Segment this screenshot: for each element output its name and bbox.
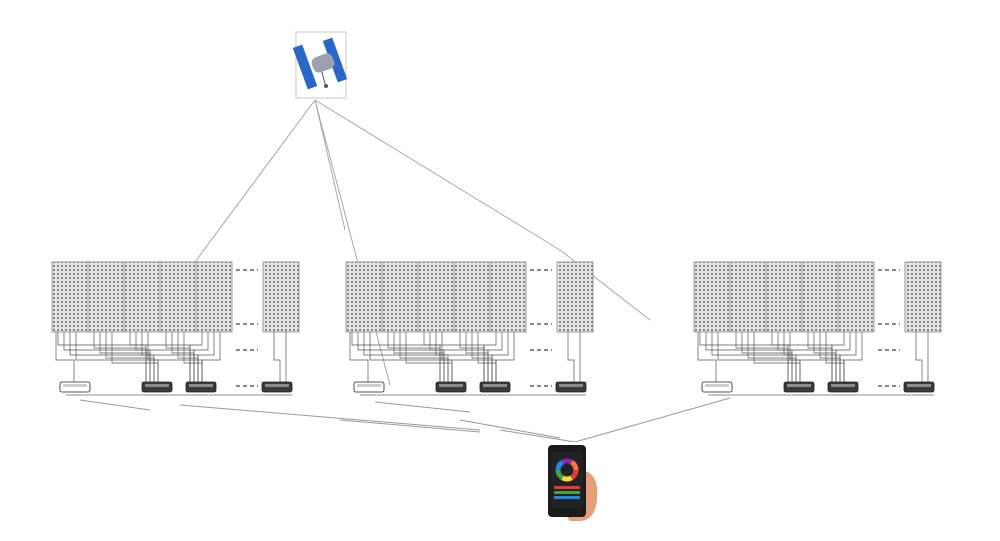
control-wire [405,332,453,382]
control-wire [471,332,493,382]
control-wire [777,332,837,382]
control-wire [835,332,851,382]
control-wire [705,332,793,382]
control-wire [429,332,489,382]
controller-label-strip [189,384,213,387]
control-wire [483,332,497,382]
control-wire [783,332,841,382]
color-wheel-segment [555,460,565,471]
control-wire [393,332,445,382]
group-1 [51,261,300,396]
control-wire [697,332,717,382]
control-wire [825,332,845,382]
controller-label-strip [705,384,729,387]
smartphone-icon [548,445,586,517]
satellite-links [194,99,651,386]
control-wire [399,332,449,382]
controller-label-strip [483,384,507,387]
control-wire [183,332,203,382]
controller-label-strip [357,384,381,387]
control-wire [915,332,923,382]
color-wheel-segment [561,475,573,482]
led-panel-block [345,261,527,333]
control-wire [197,332,215,382]
control-wire [735,332,789,382]
led-panel-single [556,261,594,333]
led-panel-block [51,261,233,333]
control-wire [201,332,221,382]
control-wire [477,332,497,382]
phone-links [79,397,731,443]
satellite-box [292,31,348,99]
control-wire [495,332,515,382]
led-panel-block [693,261,875,333]
control-wire [57,332,147,382]
controller-label-strip [559,384,583,387]
satellite-icon [292,37,348,90]
control-wire [741,332,793,382]
color-wheel-segment [569,460,579,471]
led-panel-single [904,261,942,333]
control-wire [141,332,199,382]
color-wheel-segment [555,469,565,480]
controller-label-strip [439,384,463,387]
control-wire [349,332,369,382]
control-wire [423,332,485,382]
control-wire [177,332,199,382]
controller-label-strip [265,384,289,387]
control-wire [111,332,159,382]
controller-label-strip [831,384,855,387]
control-wire [351,332,441,382]
control-wire [387,332,441,382]
control-wire [273,332,281,382]
control-wire [357,332,445,382]
control-wire [819,332,841,382]
control-wire [129,332,191,382]
control-wire [753,332,801,382]
color-wheel-segment [569,469,579,480]
control-wire [813,332,837,382]
control-wire [135,332,195,382]
control-wire [491,332,509,382]
control-wire [843,332,863,382]
control-wire [465,332,489,382]
control-wire [567,332,575,382]
control-wire [435,332,493,382]
control-wire [747,332,797,382]
controller-label-strip [63,384,87,387]
control-wire [189,332,203,382]
control-wire [99,332,151,382]
controller-label-strip [787,384,811,387]
control-wire [171,332,195,382]
group-3 [693,261,942,396]
control-wire [105,332,155,382]
group-2 [345,261,594,396]
control-wire [839,332,857,382]
control-wire [93,332,147,382]
control-wire [831,332,845,382]
led-panel-single [262,261,300,333]
controller-label-strip [145,384,169,387]
control-wire [487,332,503,382]
phone-illustration [541,442,598,522]
control-wire [699,332,789,382]
control-wire [63,332,151,382]
controller-label-strip [907,384,931,387]
control-wire [771,332,833,382]
color-wheel-segment [561,458,573,465]
control-wire [193,332,209,382]
control-wire [55,332,75,382]
